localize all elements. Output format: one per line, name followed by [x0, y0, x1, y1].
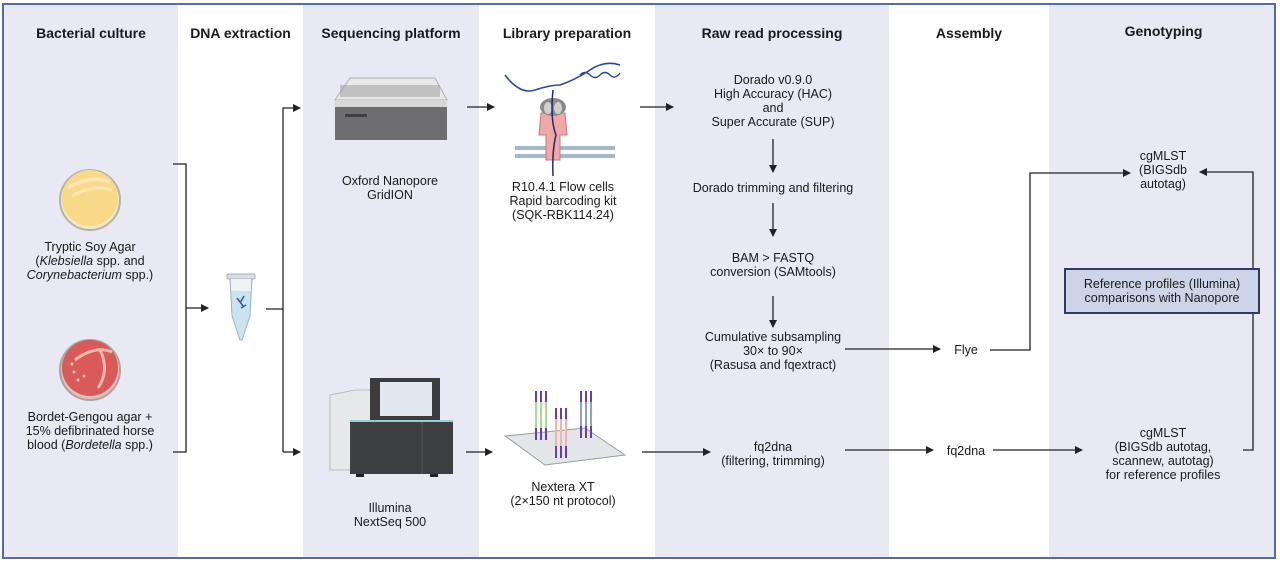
- bordet-gengou-agar-plate-icon: [59, 339, 121, 401]
- column-assembly: Assembly: [889, 5, 1049, 557]
- text: blood (: [27, 438, 66, 452]
- label-line: (Klebsiella spp. and: [27, 254, 153, 268]
- nanopore-flow-cell-icon: [504, 62, 621, 177]
- reference-comparison-box: Reference profiles (Illumina)comparisons…: [1064, 268, 1260, 314]
- label-line: cgMLST: [1139, 149, 1187, 163]
- column-library-preparation: Library preparation: [479, 5, 655, 557]
- nanopore-library-label: R10.4.1 Flow cells Rapid barcoding kit (…: [509, 180, 616, 222]
- dna-extraction-tube-icon: [226, 273, 256, 341]
- label-line: and: [762, 101, 784, 115]
- label-line: (BIGSdb autotag,: [1114, 440, 1212, 454]
- text: (: [35, 254, 40, 268]
- nextseq-label: Illumina NextSeq 500: [354, 501, 426, 529]
- gridion-device-icon: [334, 77, 448, 140]
- label-line: (BIGSdb: [1139, 163, 1187, 177]
- platform-split-connector: [266, 104, 301, 456]
- label-line: Dorado trimming and filtering: [692, 181, 854, 195]
- label-line: BAM > FASTQ: [731, 251, 815, 265]
- nextera-library-label: Nextera XT (2×150 nt protocol): [510, 480, 615, 508]
- text: spp.): [121, 438, 153, 452]
- label-line: Cumulative subsampling: [704, 330, 842, 344]
- fq2dna-assembly-label: fq2dna: [946, 444, 986, 458]
- gridion-label: Oxford Nanopore GridION: [342, 174, 438, 202]
- comparison-line: Reference profiles (Illumina): [1083, 277, 1241, 291]
- label-line: NextSeq 500: [353, 515, 427, 529]
- label-line: autotag): [1140, 177, 1186, 191]
- label-line: Nextera XT: [531, 480, 595, 494]
- label-line: blood (Bordetella spp.): [26, 438, 155, 452]
- column-title: Genotyping: [1124, 23, 1203, 39]
- label-line: High Accuracy (HAC): [713, 87, 833, 101]
- bam-fastq-conversion-step: BAM > FASTQ conversion (SAMtools): [710, 251, 836, 279]
- text: spp.): [121, 268, 154, 282]
- dorado-basecalling-step: Dorado v0.9.0 High Accuracy (HAC) and Su…: [712, 73, 835, 129]
- flye-assembly-label: Flye: [954, 343, 978, 357]
- cgmlst-nanopore-label: cgMLST (BIGSdb autotag): [1139, 149, 1187, 191]
- column-raw-read-processing: Raw read processing: [655, 5, 889, 557]
- column-title: Assembly: [935, 25, 1003, 41]
- culture-bracket-connector: [173, 163, 209, 453]
- label-line: Corynebacterium spp.): [27, 268, 153, 282]
- genus-name: Klebsiella: [39, 254, 94, 268]
- label-line: R10.4.1 Flow cells: [511, 180, 615, 194]
- label-line: Super Accurate (SUP): [711, 115, 835, 129]
- column-title: Sequencing platform: [321, 25, 461, 41]
- label-line: Dorado v0.9.0: [733, 73, 813, 87]
- genus-name: Bordetella: [65, 438, 122, 452]
- column-title: Bacterial culture: [36, 25, 146, 41]
- nextseq-device-icon: [329, 378, 453, 477]
- comparison-line: comparisons with Nanopore: [1084, 291, 1240, 305]
- column-title: Raw read processing: [701, 25, 843, 41]
- text: spp. and: [93, 254, 145, 268]
- label-line: Tryptic Soy Agar: [44, 240, 136, 254]
- label-line: Illumina: [368, 501, 412, 515]
- fq2dna-processing-step: fq2dna (filtering, trimming): [721, 440, 825, 468]
- arrow-flye-to-cgmlst: [990, 169, 1131, 351]
- label-line: (filtering, trimming): [721, 454, 825, 468]
- label-line: 15% defibrinated horse: [25, 424, 155, 438]
- dorado-trimming-step: Dorado trimming and filtering: [693, 181, 854, 195]
- nextera-library-icon: [503, 391, 627, 466]
- column-dna-extraction: DNA extraction: [178, 5, 303, 557]
- label-line: cgMLST: [1139, 426, 1187, 440]
- tryptic-soy-agar-label: Tryptic Soy Agar (Klebsiella spp. and Co…: [27, 240, 153, 282]
- tryptic-soy-agar-plate-icon: [59, 169, 121, 231]
- label-line: scannew, autotag): [1112, 454, 1214, 468]
- label-line: Rapid barcoding kit: [509, 194, 617, 208]
- label-line: GridION: [367, 188, 413, 202]
- label-line: conversion (SAMtools): [710, 265, 836, 279]
- label-line: 30× to 90×: [743, 344, 803, 358]
- label-line: (Rasusa and fqextract): [709, 358, 837, 372]
- genus-name: Corynebacterium: [26, 268, 122, 282]
- label-line: Bordet-Gengou agar +: [27, 410, 153, 424]
- column-title: Library preparation: [502, 25, 632, 41]
- subsampling-step: Cumulative subsampling 30× to 90× (Rasus…: [705, 330, 841, 372]
- column-bacterial-culture: Bacterial culture: [4, 5, 178, 557]
- label-line: (2×150 nt protocol): [510, 494, 616, 508]
- bordet-gengou-agar-label: Bordet-Gengou agar + 15% defibrinated ho…: [26, 410, 155, 452]
- label-line: Oxford Nanopore: [342, 174, 438, 188]
- cgmlst-reference-label: cgMLST (BIGSdb autotag, scannew, autotag…: [1106, 426, 1221, 482]
- label-line: fq2dna: [753, 440, 793, 454]
- column-title: DNA extraction: [190, 25, 291, 41]
- label-line: for reference profiles: [1105, 468, 1221, 482]
- label-line: (SQK-RBK114.24): [512, 208, 614, 222]
